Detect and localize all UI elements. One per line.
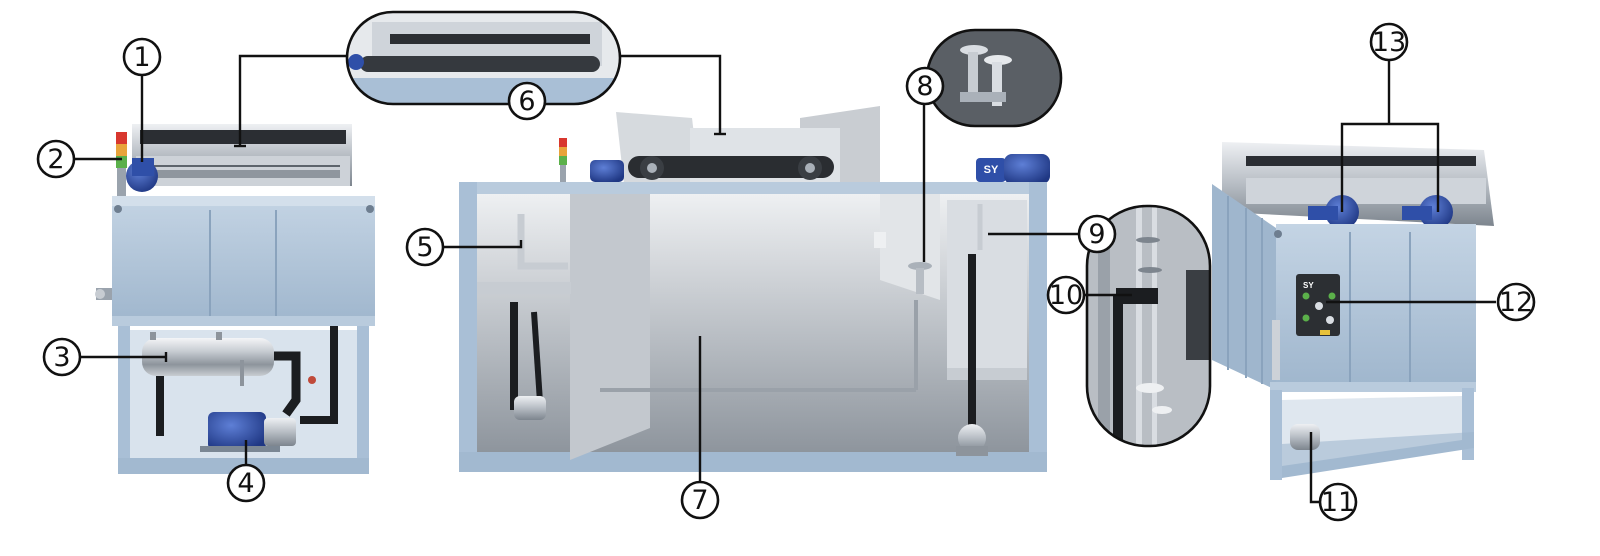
callout-5: 5 bbox=[405, 227, 445, 267]
detail-inset-8 bbox=[925, 28, 1063, 128]
callout-11: 11 bbox=[1318, 482, 1358, 522]
callout-number: 7 bbox=[691, 485, 708, 516]
callout-circle bbox=[226, 463, 266, 503]
callout-circle bbox=[1046, 275, 1086, 315]
callout-circle bbox=[1496, 282, 1536, 322]
center-left-pump bbox=[514, 396, 546, 420]
leader-5 bbox=[443, 240, 523, 249]
center-right-motor: SY bbox=[976, 154, 1050, 184]
callout-circle bbox=[1318, 482, 1358, 522]
right-lower-frame bbox=[1270, 382, 1476, 480]
callout-circle bbox=[507, 81, 547, 121]
callout-circle bbox=[405, 227, 445, 267]
left-side-valve bbox=[95, 288, 112, 300]
left-unit bbox=[95, 124, 375, 474]
callout-circle bbox=[42, 337, 82, 377]
leader-lines bbox=[74, 54, 1496, 504]
leader-11 bbox=[1309, 432, 1320, 504]
center-right-pump bbox=[956, 424, 988, 456]
center-skimmer bbox=[874, 232, 932, 294]
callout-number: 5 bbox=[416, 232, 433, 263]
callout-3: 3 bbox=[42, 337, 82, 377]
callout-circle bbox=[905, 66, 945, 106]
callout-1: 1 bbox=[122, 37, 162, 77]
right-side-fitting bbox=[1272, 320, 1280, 380]
control-panel-brand-badge: SY bbox=[1303, 281, 1314, 290]
leader-6-right bbox=[620, 54, 722, 134]
left-pump bbox=[200, 412, 296, 452]
callout-circle bbox=[680, 480, 720, 520]
callout-circle bbox=[1077, 214, 1117, 254]
motor-brand-badge: SY bbox=[984, 164, 999, 176]
callout-12: 12 bbox=[1496, 282, 1536, 322]
callout-circle bbox=[122, 37, 162, 77]
callout-number: 6 bbox=[518, 86, 535, 117]
callout-number: 9 bbox=[1088, 219, 1105, 250]
center-piping bbox=[510, 204, 983, 430]
callout-number: 3 bbox=[53, 342, 70, 373]
right-control-panel: SY bbox=[1296, 274, 1340, 336]
callout-number: 1 bbox=[133, 42, 150, 73]
callout-number: 8 bbox=[916, 71, 933, 102]
callout-number: 2 bbox=[47, 144, 64, 175]
callout-number: 12 bbox=[1499, 287, 1533, 318]
callout-2: 2 bbox=[36, 139, 76, 179]
callout-10: 10 bbox=[1046, 275, 1086, 315]
callout-circle bbox=[1369, 22, 1409, 62]
center-belt-screen bbox=[616, 106, 880, 186]
left-heat-exchanger bbox=[142, 332, 274, 386]
callout-number: 13 bbox=[1372, 27, 1406, 58]
callout-circle bbox=[36, 139, 76, 179]
right-pump bbox=[1290, 424, 1320, 450]
callout-9: 9 bbox=[1077, 214, 1117, 254]
callout-13: 13 bbox=[1369, 22, 1409, 62]
center-container-frame bbox=[459, 182, 1047, 472]
callout-7: 7 bbox=[680, 480, 720, 520]
left-piping bbox=[156, 326, 338, 436]
callout-8: 8 bbox=[905, 66, 945, 106]
callout-number: 4 bbox=[237, 468, 254, 499]
left-tank-body bbox=[112, 196, 375, 326]
left-drive-motor bbox=[126, 158, 158, 192]
detail-inset-6 bbox=[345, 10, 622, 106]
center-unit: SY bbox=[459, 106, 1050, 472]
center-left-motor bbox=[590, 160, 624, 182]
callout-6: 6 bbox=[507, 81, 547, 121]
center-tank-interior bbox=[477, 194, 1029, 460]
center-signal-tower bbox=[559, 138, 567, 183]
right-unit: SY bbox=[1212, 142, 1494, 480]
callout-4: 4 bbox=[226, 463, 266, 503]
leader-6-left bbox=[238, 54, 347, 146]
left-top-screen bbox=[132, 124, 352, 186]
callout-number: 11 bbox=[1321, 487, 1355, 518]
callout-number: 10 bbox=[1049, 280, 1083, 311]
left-signal-tower bbox=[116, 132, 127, 198]
